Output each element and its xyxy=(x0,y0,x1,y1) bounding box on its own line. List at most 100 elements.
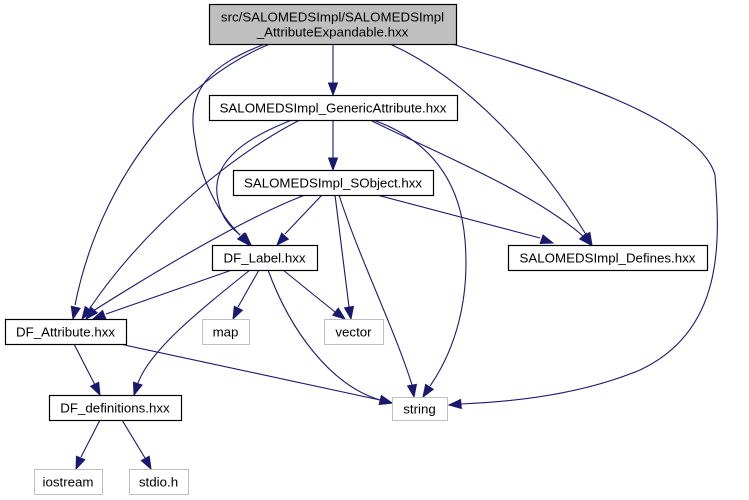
edge-sobject-to-string xyxy=(338,194,418,399)
node-label: SALOMEDSImpl_SObject.hxx xyxy=(244,176,422,191)
arrowhead-icon xyxy=(539,234,555,245)
node-vector: vector xyxy=(324,319,384,345)
edge-line xyxy=(216,119,293,236)
edge-line xyxy=(121,419,146,459)
node-defines[interactable]: SALOMEDSImpl_Defines.hxx xyxy=(507,244,709,272)
edge-root-to-dflabel xyxy=(192,43,266,247)
nodes-layer: src/SALOMEDSImpl/SALOMEDSImpl_AttributeE… xyxy=(4,3,709,495)
arrowhead-icon xyxy=(327,157,339,172)
edge-dfattr-to-dfdefs xyxy=(73,343,101,397)
node-dfattr[interactable]: DF_Attribute.hxx xyxy=(4,318,128,346)
edge-line xyxy=(372,119,467,387)
edge-root-to-dfattr xyxy=(70,43,271,321)
node-dflabel[interactable]: DF_Label.hxx xyxy=(211,244,319,272)
node-box xyxy=(232,169,435,197)
node-label: DF_Attribute.hxx xyxy=(16,325,115,340)
node-box xyxy=(507,244,709,272)
edge-line xyxy=(92,194,306,312)
edge-line xyxy=(284,194,323,235)
edge-line xyxy=(282,269,336,313)
node-box xyxy=(392,397,448,421)
arrowhead-icon xyxy=(276,232,290,247)
node-label: iostream xyxy=(43,475,94,490)
node-label: _AttributeExpandable.hxx xyxy=(256,25,409,40)
node-stdio: stdio.h xyxy=(129,469,189,495)
node-label: stdio.h xyxy=(139,475,178,490)
edge-dflabel-to-dfdefs xyxy=(132,269,251,397)
edge-dfdefs-to-stdio xyxy=(121,419,152,471)
arrowhead-icon xyxy=(447,398,462,410)
arrowhead-icon xyxy=(378,394,394,406)
node-box xyxy=(4,318,128,346)
arrowhead-icon xyxy=(578,232,592,247)
arrowhead-icon xyxy=(331,307,347,320)
node-label: SALOMEDSImpl_Defines.hxx xyxy=(520,251,696,266)
edge-line xyxy=(334,194,350,308)
arrowhead-icon xyxy=(140,455,152,471)
node-box xyxy=(129,469,189,495)
arrowhead-icon xyxy=(236,232,250,247)
edge-dflabel-to-vector xyxy=(282,269,347,320)
edge-dfattr-to-string xyxy=(119,343,394,406)
node-iostream: iostream xyxy=(34,469,103,495)
node-label: map xyxy=(213,325,239,340)
arrowhead-icon xyxy=(327,82,339,97)
arrowhead-icon xyxy=(406,383,418,399)
node-box xyxy=(211,244,319,272)
edge-dflabel-to-dfattr xyxy=(91,269,233,320)
edge-generic-to-defines xyxy=(369,119,592,247)
edge-line xyxy=(267,269,381,401)
arrowhead-icon xyxy=(422,383,435,399)
edge-root-to-generic xyxy=(327,44,339,97)
edge-line xyxy=(192,43,266,236)
arrowhead-icon xyxy=(132,381,143,397)
node-label: string xyxy=(403,402,436,417)
edge-line xyxy=(105,269,233,315)
arrowhead-icon xyxy=(89,381,101,397)
node-box xyxy=(34,469,103,495)
node-dfdefs[interactable]: DF_definitions.hxx xyxy=(48,394,183,422)
edge-line xyxy=(389,43,586,234)
node-box xyxy=(324,319,384,345)
edge-line xyxy=(89,119,301,309)
node-map: map xyxy=(202,319,250,345)
edge-generic-to-dfattr xyxy=(81,119,301,321)
edge-dfdefs-to-iostream xyxy=(75,419,101,471)
edge-sobject-to-dflabel xyxy=(276,194,323,247)
edge-line xyxy=(338,194,413,386)
edges-layer xyxy=(70,43,718,471)
edge-line xyxy=(369,119,584,237)
edge-root-to-string xyxy=(447,43,718,410)
edge-generic-to-dflabel xyxy=(216,119,293,247)
arrowhead-icon xyxy=(75,455,86,471)
edge-generic-to-sobject xyxy=(327,120,339,172)
arrowhead-icon xyxy=(343,305,355,321)
edge-line xyxy=(137,269,251,384)
edge-dflabel-to-map xyxy=(232,269,260,321)
node-box xyxy=(202,319,250,345)
edge-line xyxy=(376,194,541,239)
node-box xyxy=(208,3,458,46)
edge-generic-to-string xyxy=(372,119,467,399)
edge-line xyxy=(451,43,718,405)
node-string: string xyxy=(392,397,448,421)
node-box xyxy=(48,394,183,422)
edge-line xyxy=(73,343,96,386)
edge-line xyxy=(80,419,101,458)
node-label: vector xyxy=(335,325,372,340)
node-label: DF_definitions.hxx xyxy=(60,401,170,416)
edge-sobject-to-defines xyxy=(376,194,555,245)
node-generic[interactable]: SALOMEDSImpl_GenericAttribute.hxx xyxy=(208,94,459,122)
edge-sobject-to-vector xyxy=(334,194,355,321)
edge-line xyxy=(237,269,260,308)
arrowhead-icon xyxy=(232,305,244,321)
node-label: SALOMEDSImpl_GenericAttribute.hxx xyxy=(220,101,447,116)
node-root[interactable]: src/SALOMEDSImpl/SALOMEDSImpl_AttributeE… xyxy=(208,3,458,46)
node-label: src/SALOMEDSImpl/SALOMEDSImpl xyxy=(221,10,444,25)
node-label: DF_Label.hxx xyxy=(223,251,305,266)
node-box xyxy=(208,94,459,122)
arrowhead-icon xyxy=(85,306,99,321)
edge-sobject-to-dfattr xyxy=(85,194,306,321)
node-sobject[interactable]: SALOMEDSImpl_SObject.hxx xyxy=(232,169,435,197)
